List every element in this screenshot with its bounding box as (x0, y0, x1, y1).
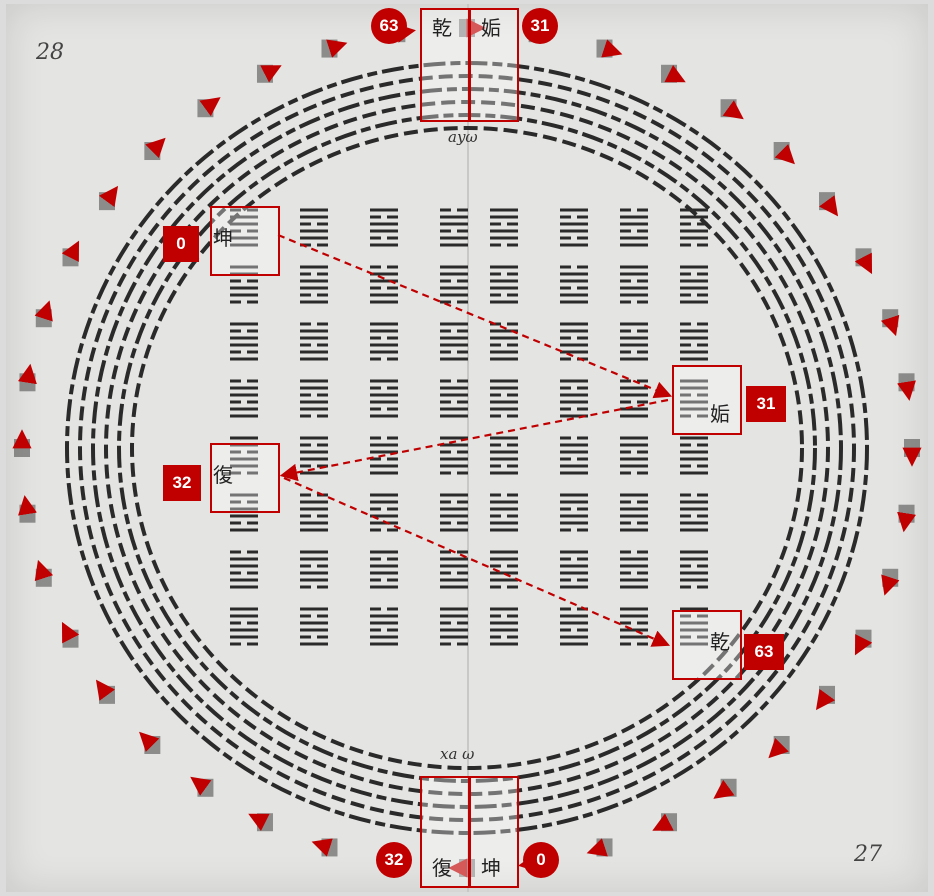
hexagram-ring (65, 61, 869, 835)
frame-bottom-right (469, 776, 519, 888)
label-circle-0: 0 (523, 842, 559, 878)
label-circle-32: 32 (376, 842, 412, 878)
ring-arrow (652, 813, 674, 831)
ring-arrow (98, 185, 119, 208)
ring-arrow (815, 688, 836, 711)
ring-arrow (586, 838, 608, 857)
char-qian-grid: 乾 (710, 630, 730, 654)
ring-line-3 (91, 87, 843, 809)
ring-arrow (190, 776, 212, 796)
page-number-left: 28 (36, 40, 64, 65)
ring-arrow (326, 39, 348, 58)
ring-arrow (897, 511, 917, 533)
ring-arrow (601, 39, 623, 58)
axis-label-bottom: xa ω (440, 745, 475, 763)
ring-arrow (139, 731, 160, 753)
char-gou-top: 姤 (481, 16, 501, 40)
ring-arrow (260, 65, 282, 83)
axis-label-top: ayω (448, 128, 478, 146)
char-kun-bottom: 坤 (481, 856, 501, 880)
ring-arrow (17, 363, 37, 385)
ring-arrow (311, 838, 333, 857)
ring-line-2 (104, 100, 830, 796)
frame-top-right (469, 8, 519, 122)
char-kun-grid: 坤 (213, 226, 233, 250)
frame-32 (210, 443, 280, 513)
ring-arrows (12, 18, 922, 878)
ring-line-4 (78, 74, 856, 822)
ring-arrow (61, 621, 80, 644)
page-number-right: 27 (854, 842, 882, 867)
char-qian-top: 乾 (432, 16, 452, 40)
char-gou-grid: 姤 (710, 402, 730, 426)
label-circle-31: 31 (522, 8, 558, 44)
ring-arrow (896, 380, 916, 401)
char-fu-bottom: 復 (432, 856, 452, 880)
label-square-32: 32 (163, 465, 201, 501)
frame-63 (672, 610, 742, 680)
ring-glyph (855, 248, 872, 267)
ring-arrow (248, 813, 270, 831)
label-square-63: 63 (744, 634, 784, 670)
ring-arrow (854, 633, 873, 656)
label-square-0: 0 (163, 226, 199, 262)
ring-arrow (18, 495, 38, 516)
ring-arrow (819, 195, 839, 217)
label-square-31: 31 (746, 386, 786, 422)
ring-arrow (768, 737, 789, 759)
ring-arrow (61, 240, 80, 263)
ring-line-1 (117, 113, 817, 783)
char-fu-grid: 復 (213, 463, 233, 487)
arrow-32-to-63 (283, 476, 671, 647)
ring-line-5 (65, 61, 869, 835)
frame-0 (210, 206, 280, 276)
ring-arrow (34, 559, 54, 582)
diagonal-arrows (277, 233, 673, 647)
ring-arrow (881, 574, 900, 596)
ring-arrow (199, 97, 221, 117)
hexagram-grid (230, 208, 708, 646)
ring-arrow (880, 314, 900, 337)
arrow-0-to-31 (277, 233, 673, 399)
ring-line-0 (130, 126, 804, 770)
arrow-31-to-32 (279, 398, 669, 482)
ring-arrow (774, 143, 795, 165)
page-fold (467, 4, 469, 892)
frame-top-left (420, 8, 470, 122)
ring-arrow (145, 137, 166, 159)
ring-arrow (854, 252, 873, 275)
ring-arrow (722, 100, 744, 120)
label-circle-63: 63 (371, 8, 407, 44)
ring-arrow (664, 65, 686, 83)
ring-arrow (95, 679, 115, 701)
frame-31 (672, 365, 742, 435)
ring-arrow (34, 300, 53, 322)
ring-arrow (713, 779, 735, 799)
